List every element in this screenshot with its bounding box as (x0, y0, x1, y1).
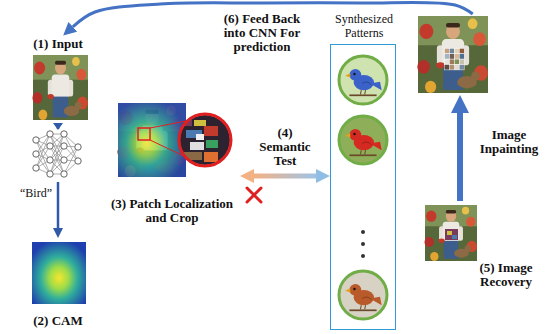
cropped-patch (196, 134, 204, 140)
input-photo (32, 55, 88, 120)
edge-label: Image Inpainting (472, 128, 546, 156)
cnn-icon (47, 143, 53, 149)
reject-mark (247, 188, 261, 202)
cam-overlay (150, 121, 186, 128)
ellipsis-dots (361, 230, 365, 258)
edge-label-box: (6) Feed Back into CNN For prediction (216, 12, 308, 54)
step-caption: (1) Input (18, 37, 98, 51)
cropped-patch (190, 142, 204, 150)
cam-overlay (117, 103, 186, 177)
cropped-patch (204, 126, 218, 136)
cnn-icon (61, 157, 67, 163)
recovered-photo (452, 235, 457, 239)
pattern-box: Synthesized Patterns (330, 44, 396, 330)
cam-overlay (138, 128, 150, 140)
cnn-icon (36, 134, 78, 174)
cam-heatmap (32, 242, 86, 304)
ellipsis-dots (361, 242, 365, 246)
cropped-patch (204, 152, 218, 162)
cropped-patch (178, 113, 232, 167)
step-caption: (2) CAM (18, 314, 98, 328)
recovered-photo (424, 205, 477, 261)
cnn-icon (61, 143, 67, 149)
synthesized-pattern (345, 69, 382, 95)
synthesized-pattern (339, 56, 387, 104)
synthesized-pattern (345, 129, 382, 155)
box-heading: Synthesized Patterns (323, 12, 405, 40)
cnn-icon (27, 123, 89, 182)
synthesized-pattern (339, 116, 387, 164)
ellipsis-dots (361, 230, 365, 234)
reject-mark (247, 188, 261, 202)
image-node: (2) CAM (18, 238, 98, 330)
inpainted-photo (417, 16, 488, 93)
cropped-patch (178, 113, 232, 167)
inpainted-photo (417, 16, 488, 93)
input-photo (32, 55, 88, 120)
synthesized-pattern (339, 271, 387, 319)
cnn-icon (33, 165, 39, 171)
image-node: (5) Image Recovery (420, 201, 548, 295)
inpainted-photo (445, 48, 465, 70)
synthesized-pattern (339, 56, 387, 104)
edge-label-box: (4) Semantic Test (254, 126, 316, 168)
inpainting-arrow (457, 113, 463, 201)
recovered-photo (447, 231, 452, 235)
edge-label-box: “Bird” (20, 186, 52, 200)
reject-mark (247, 188, 261, 202)
cnn-icon (33, 131, 81, 177)
cropped-patch (206, 140, 218, 148)
cnn-icon (47, 131, 53, 137)
cropped-patch (178, 113, 232, 167)
cnn-icon (61, 131, 67, 137)
synthesized-pattern (339, 271, 387, 319)
cropped-patch (194, 120, 206, 126)
edge-label: “Bird” (20, 186, 52, 200)
cnn-icon (61, 171, 67, 177)
cnn-icon (33, 137, 39, 143)
image-node: (3) Patch Localization and Crop (104, 100, 240, 232)
synthesized-pattern (339, 56, 387, 104)
cam-heatmap (32, 242, 86, 304)
cam-overlay (118, 103, 186, 177)
edge-label-box: Image Inpainting (472, 128, 546, 156)
edge-label: (6) Feed Back into CNN For prediction (216, 12, 308, 54)
synthesized-pattern (339, 116, 387, 164)
recovered-photo (445, 229, 458, 240)
ellipsis-dots (361, 254, 365, 258)
synthesized-pattern (339, 116, 387, 164)
cnn-icon (33, 151, 39, 157)
synthesized-pattern (345, 284, 382, 310)
image-node: (1) Input (18, 34, 98, 124)
step-caption: (3) Patch Localization and Crop (104, 197, 240, 225)
recovered-photo (424, 205, 477, 261)
synthesized-pattern (339, 271, 387, 319)
cnn-icon (47, 171, 53, 177)
cnn-icon (27, 129, 89, 182)
semantic-test-arrow (254, 174, 316, 179)
cnn-icon (75, 158, 81, 164)
step-caption: (5) Image Recovery (464, 261, 548, 289)
cropped-patch (179, 114, 231, 166)
cnn-icon (53, 123, 63, 130)
edge-label: (4) Semantic Test (254, 126, 316, 168)
cam-overlay (117, 103, 188, 177)
image-node (415, 14, 492, 95)
cnn-icon (47, 157, 53, 163)
cnn-icon (75, 144, 81, 150)
